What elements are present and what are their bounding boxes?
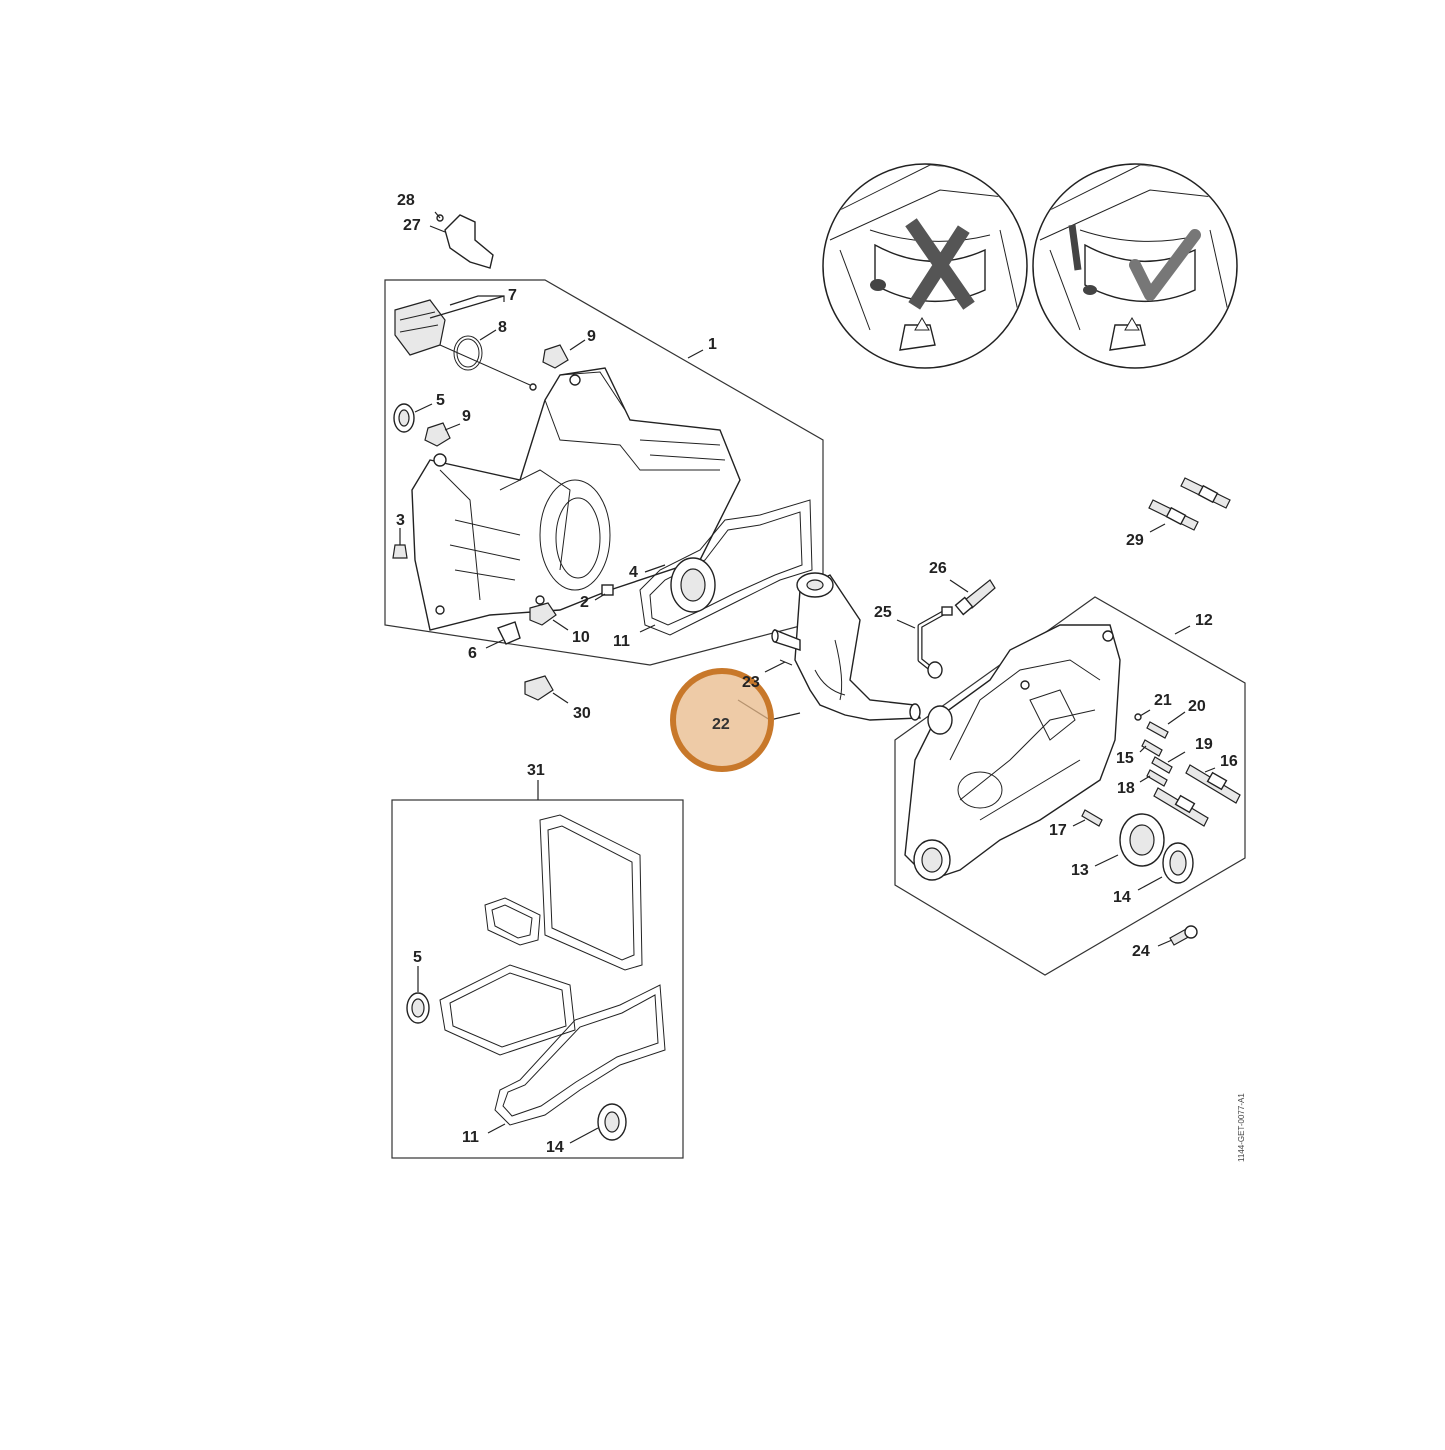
callout-22[interactable]: 22 (712, 716, 730, 733)
gasket-set-31 (439, 814, 666, 1126)
left-crankcase-half (411, 367, 741, 631)
callout-labels: 28 27 7 8 9 1 5 9 3 4 2 10 11 6 30 23 22… (396, 192, 1238, 1156)
pin-17 (1081, 809, 1103, 827)
callout-5-kit[interactable]: 5 (413, 949, 422, 966)
leader-lines (399, 211, 1216, 1144)
callout-4[interactable]: 4 (629, 564, 638, 581)
bearing-13 (1119, 813, 1165, 867)
callout-16[interactable]: 16 (1220, 753, 1238, 770)
callout-11-upper[interactable]: 11 (613, 633, 630, 650)
drawing-code: 1144-GET-0077-A1 (1237, 1093, 1246, 1162)
callout-14-right[interactable]: 14 (1113, 889, 1131, 906)
studs-16 (1153, 764, 1241, 827)
part-30 (524, 675, 554, 701)
pin-19 (1151, 756, 1173, 774)
callout-6[interactable]: 6 (468, 645, 477, 662)
pin-20 (1146, 721, 1169, 739)
pin-21 (1134, 713, 1142, 721)
callout-21[interactable]: 21 (1154, 692, 1172, 709)
frame-part-12 (894, 596, 1246, 976)
part-6 (497, 621, 521, 645)
callout-26[interactable]: 26 (929, 560, 947, 577)
oil-pump-7 (394, 299, 446, 356)
callout-11-kit[interactable]: 11 (462, 1129, 479, 1146)
inset-correct (1032, 163, 1238, 369)
callout-25[interactable]: 25 (874, 604, 892, 621)
seal-14-kit (597, 1103, 627, 1141)
seal-4 (670, 557, 716, 613)
callout-5-upper[interactable]: 5 (436, 392, 445, 409)
sleeve-2 (601, 584, 614, 596)
callout-31[interactable]: 31 (527, 762, 545, 779)
plug-9-upper (542, 344, 569, 369)
callout-29[interactable]: 29 (1126, 532, 1144, 549)
seal-5-upper (393, 403, 415, 433)
callout-27[interactable]: 27 (403, 217, 421, 234)
callout-7[interactable]: 7 (508, 287, 517, 304)
callout-19[interactable]: 19 (1195, 736, 1213, 753)
pin-15 (1141, 739, 1163, 757)
seal-14-right (1162, 842, 1194, 884)
callout-10[interactable]: 10 (572, 629, 590, 646)
callout-18[interactable]: 18 (1117, 780, 1135, 797)
seal-5-kit (406, 992, 430, 1024)
callout-13[interactable]: 13 (1071, 862, 1089, 879)
screw-24 (1169, 925, 1198, 946)
callout-12[interactable]: 12 (1195, 612, 1213, 629)
callout-1[interactable]: 1 (708, 336, 717, 353)
callout-23[interactable]: 23 (742, 674, 760, 691)
callout-20[interactable]: 20 (1188, 698, 1206, 715)
screw-26 (954, 579, 996, 616)
right-crankcase-half (904, 624, 1121, 881)
part-10 (529, 602, 557, 626)
callout-14-kit[interactable]: 14 (546, 1139, 564, 1156)
incorrect-x-icon (905, 218, 975, 310)
callout-30[interactable]: 30 (573, 705, 591, 722)
callout-24[interactable]: 24 (1132, 943, 1150, 960)
highlight-marker[interactable] (670, 668, 774, 772)
crankshaft-22 (771, 572, 922, 721)
callout-9-lower[interactable]: 9 (462, 408, 471, 425)
studs-29 (1148, 477, 1231, 531)
frame-part-31 (391, 799, 684, 1159)
callout-17[interactable]: 17 (1049, 822, 1067, 839)
inset-incorrect (822, 163, 1028, 369)
pin-18 (1146, 769, 1168, 787)
callout-9-upper[interactable]: 9 (587, 328, 596, 345)
callout-8[interactable]: 8 (498, 319, 507, 336)
correct-check-icon (1129, 229, 1201, 301)
callout-15[interactable]: 15 (1116, 750, 1134, 767)
plug-9-lower (424, 422, 451, 447)
screw-3 (392, 544, 408, 559)
callout-2[interactable]: 2 (580, 594, 589, 611)
gasket-11-upper (639, 499, 813, 636)
callout-28[interactable]: 28 (397, 192, 415, 209)
o-ring-8 (453, 335, 483, 371)
callout-3[interactable]: 3 (396, 512, 405, 529)
bracket-27 (436, 214, 494, 269)
